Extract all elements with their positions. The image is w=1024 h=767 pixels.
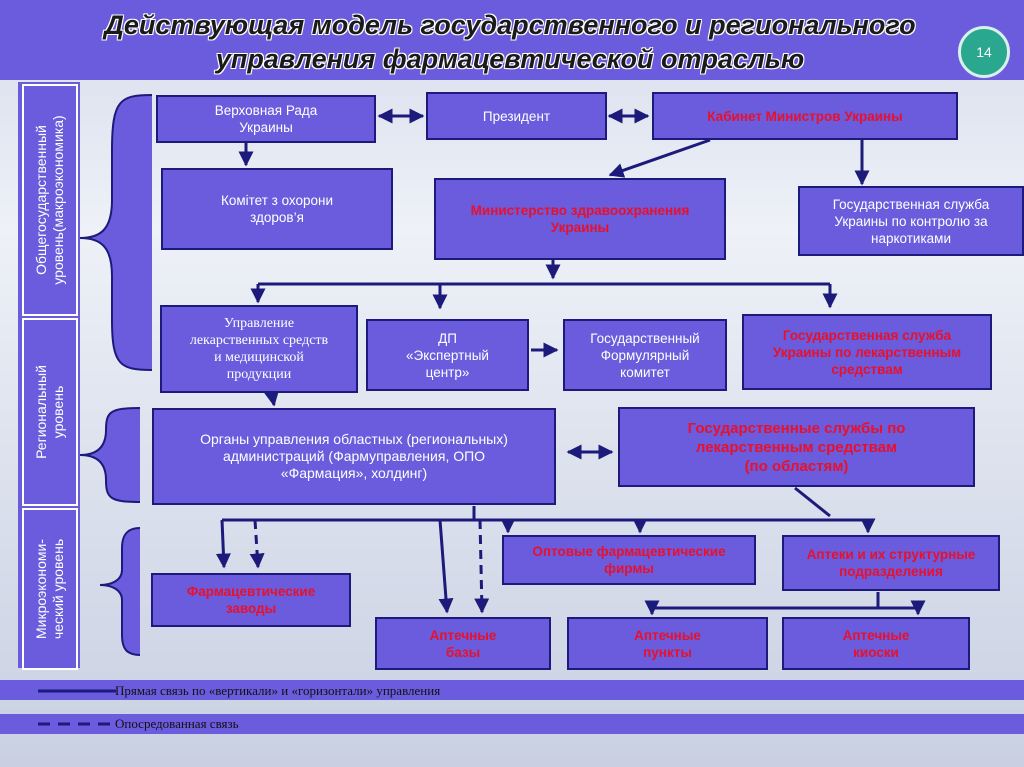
box-drug-service: Государственная служба Украины по лекарс… <box>742 314 992 390</box>
bracket-micro <box>99 527 141 656</box>
legend-direct-bar <box>0 680 1024 700</box>
box-pharmacies: Аптеки и их структурные подразделения <box>782 535 1000 591</box>
page-title: Действующая модель государственного и ре… <box>104 10 916 74</box>
box-wholesale: Оптовые фармацевтические фирмы <box>502 535 756 585</box>
box-regional-services: Государственные службы по лекарственным … <box>618 407 975 487</box>
box-narcotics-service: Государственная служба Украины по контро… <box>798 186 1024 256</box>
box-drug-management: Управление лекарственных средств и медиц… <box>160 305 358 393</box>
level-micro: Микроэкономи- ческий уровень <box>22 508 78 670</box>
legend-direct-label: Прямая связь по «вертикали» и «горизонта… <box>115 683 441 698</box>
box-ministry-health: Министерство здравоохранения Украины <box>434 178 726 260</box>
box-pharm-bases: Аптечные базы <box>375 617 551 670</box>
level-regional: Региональный уровень <box>22 318 78 506</box>
page-number-badge: 14 <box>958 26 1010 78</box>
box-expert-center: ДП «Экспертный центр» <box>366 319 529 391</box>
box-cabinet: Кабинет Министров Украины <box>652 92 958 140</box>
legend-indirect-bar <box>0 714 1024 734</box>
legend-indirect-label: Опосредованная связь <box>115 716 239 731</box>
box-formulary-committee: Государственный Формулярный комитет <box>563 319 727 391</box>
box-health-committee: Комітет з охорони здоров’я <box>161 168 393 250</box>
bracket-national <box>79 94 153 371</box>
box-verkhovna-rada: Верховная Рада Украины <box>156 95 376 143</box>
level-national: Общегосударственный уровень(макроэкономи… <box>22 84 78 316</box>
box-plants: Фармацевтические заводы <box>151 573 351 627</box>
box-president: Президент <box>426 92 607 140</box>
title-bar <box>0 0 1024 80</box>
box-pharm-kiosks: Аптечные киоски <box>782 617 970 670</box>
box-pharm-points: Аптечные пункты <box>567 617 768 670</box>
bracket-regional <box>79 407 141 503</box>
box-regional-admin: Органы управления областных (региональны… <box>152 408 556 505</box>
